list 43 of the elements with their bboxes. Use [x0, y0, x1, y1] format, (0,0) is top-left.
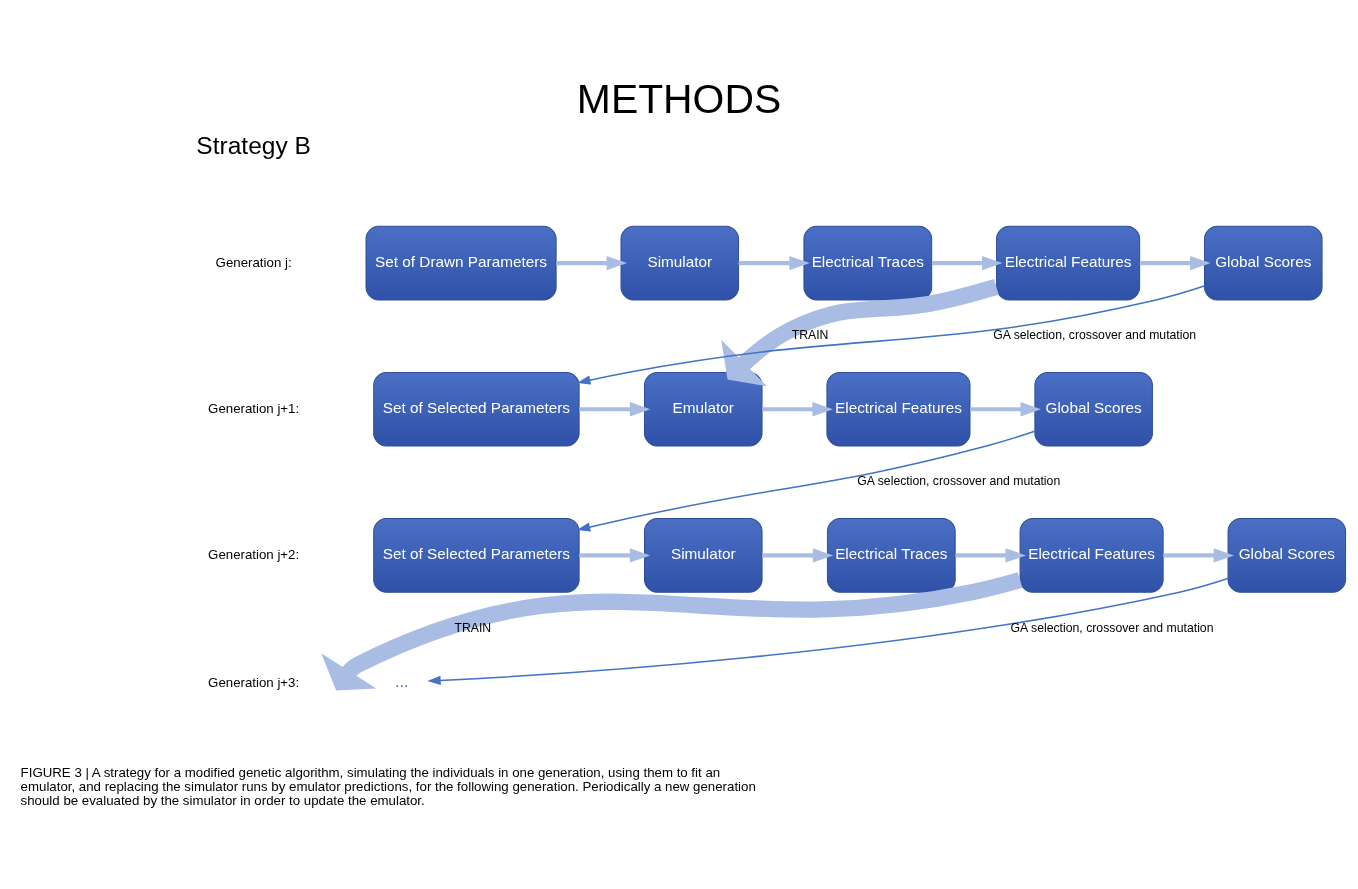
node-box: Global Scores — [1034, 371, 1153, 447]
arrow — [738, 255, 810, 271]
node-box: Set of Selected Parameters — [373, 371, 580, 447]
node-box: Emulator — [644, 371, 763, 447]
node-box: Global Scores — [1204, 225, 1323, 301]
arrow — [1163, 548, 1235, 563]
node-box: Set of Selected Parameters — [373, 518, 580, 593]
node-box: Global Scores — [1227, 518, 1347, 593]
node-box: Electrical Features — [996, 225, 1141, 301]
arrow — [579, 548, 651, 563]
label: Generation j+3: — [208, 674, 300, 690]
node-box: Electrical Features — [1019, 518, 1164, 593]
arrow — [556, 255, 628, 271]
node-text: ... — [394, 672, 409, 691]
arrow — [576, 430, 1036, 532]
arrow — [762, 402, 833, 417]
edge-label: GA selection, crossover and mutation — [1010, 620, 1214, 635]
node-box: Electrical Features — [826, 371, 971, 447]
arrow — [721, 279, 999, 387]
diagram-title: METHODS — [576, 75, 782, 122]
arrow — [579, 402, 651, 417]
arrow — [321, 572, 1023, 691]
arrow — [762, 548, 834, 563]
arrow — [427, 577, 1229, 686]
label: Generation j+1: — [208, 400, 300, 416]
arrow — [1139, 255, 1211, 271]
node-box: Simulator — [644, 518, 763, 593]
node-box: Set of Drawn Parameters — [365, 225, 557, 301]
label: Generation j: — [215, 254, 292, 270]
label: Generation j+2: — [208, 546, 300, 562]
arrow — [577, 285, 1206, 385]
edge-label: TRAIN — [791, 328, 829, 343]
node-box: Electrical Traces — [803, 225, 933, 301]
edge-label: GA selection, crossover and mutation — [993, 328, 1197, 343]
caption: FIGURE 3 | A strategy for a modified genetic algorithm, simulating the individuals in one generation, using them to fit an emulator, and replacing the simulator runs by emulator predictions, for the following generation. Periodically a new generation should be evaluated by the simulator in order to update the emulator. — [20, 764, 756, 809]
arrow — [931, 255, 1003, 271]
node-box: Simulator — [620, 225, 740, 301]
edge-label: TRAIN — [454, 620, 492, 635]
edge-label: GA selection, crossover and mutation — [857, 474, 1061, 489]
node-box: Electrical Traces — [826, 518, 956, 593]
label: Strategy B — [196, 131, 311, 159]
arrow — [970, 402, 1041, 417]
arrow — [955, 548, 1026, 563]
